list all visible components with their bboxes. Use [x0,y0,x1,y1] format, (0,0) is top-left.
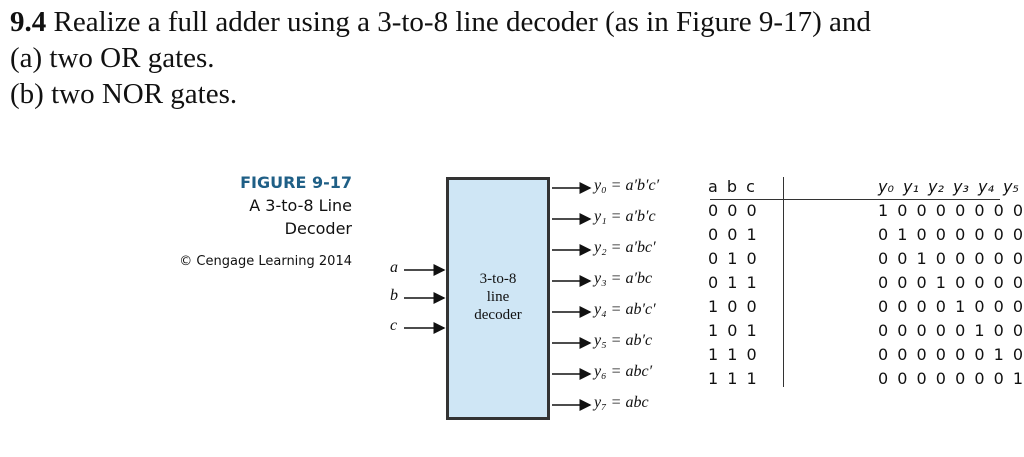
decoder-label-line-1: 3-to-8 [479,271,517,287]
decoder-output-label: y₇ = abc [594,394,649,411]
output-header-cell: y₄ [978,176,994,196]
decoder-label-line-2: line [486,289,510,305]
decoder-block [446,177,550,420]
problem-line-1: 9.4 Realize a full adder using a 3-to-8 … [10,4,871,40]
row-outputs: 0 0 0 0 0 0 0 1 [878,368,1024,388]
row-inputs: 1 0 1 [708,320,759,340]
output-header-cell: y₀ [878,176,894,196]
figure-label: FIGURE 9-17 [240,173,352,192]
row-outputs: 0 0 0 0 0 1 0 0 [878,320,1024,340]
output-headers: y₀y₁y₂y₃y₄y₅y₆y₇ [778,176,1019,196]
problem-number: 9.4 [10,6,47,38]
decoder-output-label: y₅ = ab′c [594,332,653,349]
row-inputs: 1 1 1 [708,368,759,388]
row-inputs: 1 1 0 [708,344,759,364]
output-header-cell: y₁ [903,176,919,196]
table-divider-rule [783,177,784,387]
problem-text: Realize a full adder using a 3-to-8 line… [46,6,871,38]
truth-table-row: 0 0 1 0 1 0 0 0 0 0 0 [708,222,1024,246]
decoder-output-label: y₁ = a′b′c [594,208,656,225]
row-inputs: 1 0 0 [708,296,759,316]
part-a: (a) two OR gates. [10,42,215,74]
truth-table-row: 1 0 1 0 0 0 0 0 1 0 0 [708,318,1024,342]
table-header-rule [710,199,1000,200]
output-header-cell: y₅ [1003,176,1019,196]
row-inputs: 0 0 1 [708,224,759,244]
row-outputs: 1 0 0 0 0 0 0 0 [878,200,1024,220]
decoder-label-line-3: decoder [474,307,522,323]
output-header-cell: y₂ [928,176,944,196]
figure-copyright: © Cengage Learning 2014 [179,254,352,269]
decoder-input-label: a [390,259,398,276]
decoder-input-label: b [390,287,398,304]
row-outputs: 0 1 0 0 0 0 0 0 [878,224,1024,244]
row-outputs: 0 0 0 0 0 0 1 0 [878,344,1024,364]
truth-table-row: 1 1 0 0 0 0 0 0 0 1 0 [708,342,1024,366]
row-outputs: 0 0 0 1 0 0 0 0 [878,272,1024,292]
input-headers: a b c [708,176,757,196]
decoder-output-label: y₄ = ab′c′ [594,301,656,318]
truth-table-row: 1 0 0 0 0 0 0 1 0 0 0 [708,294,1024,318]
output-header-cell: y₃ [953,176,969,196]
decoder-output-label: y₃ = a′bc [594,270,653,287]
row-inputs: 0 1 1 [708,272,759,292]
decoder-output-label: y₂ = a′bc′ [594,239,656,256]
decoder-output-label: y₀ = a′b′c′ [594,177,660,194]
decoder-input-label: c [390,317,398,334]
row-outputs: 0 0 1 0 0 0 0 0 [878,248,1024,268]
problem-statement: 9.4 Realize a full adder using a 3-to-8 … [10,4,871,112]
truth-table: a b c y₀y₁y₂y₃y₄y₅y₆y₇ 0 0 01 0 0 0 0 0 … [708,174,1024,390]
decoder-output-label: y₆ = abc′ [594,363,653,380]
row-inputs: 0 0 0 [708,200,759,220]
figure-title-line-2: Decoder [284,219,352,238]
truth-table-row: 0 1 1 0 0 0 1 0 0 0 0 [708,270,1024,294]
row-outputs: 0 0 0 0 1 0 0 0 [878,296,1024,316]
row-inputs: 0 1 0 [708,248,759,268]
truth-table-row: 0 1 0 0 0 1 0 0 0 0 0 [708,246,1024,270]
part-b: (b) two NOR gates. [10,78,238,110]
decoder-label: 3-to-8 line decoder [446,270,550,324]
truth-table-header: a b c y₀y₁y₂y₃y₄y₅y₆y₇ [708,174,1019,198]
truth-table-row: 1 1 1 0 0 0 0 0 0 0 1 [708,366,1024,390]
figure-caption: FIGURE 9-17 A 3-to-8 Line Decoder © Ceng… [179,172,352,269]
figure-title-line-1: A 3-to-8 Line [249,196,352,215]
truth-table-row: 0 0 0 1 0 0 0 0 0 0 0 [708,198,1024,222]
